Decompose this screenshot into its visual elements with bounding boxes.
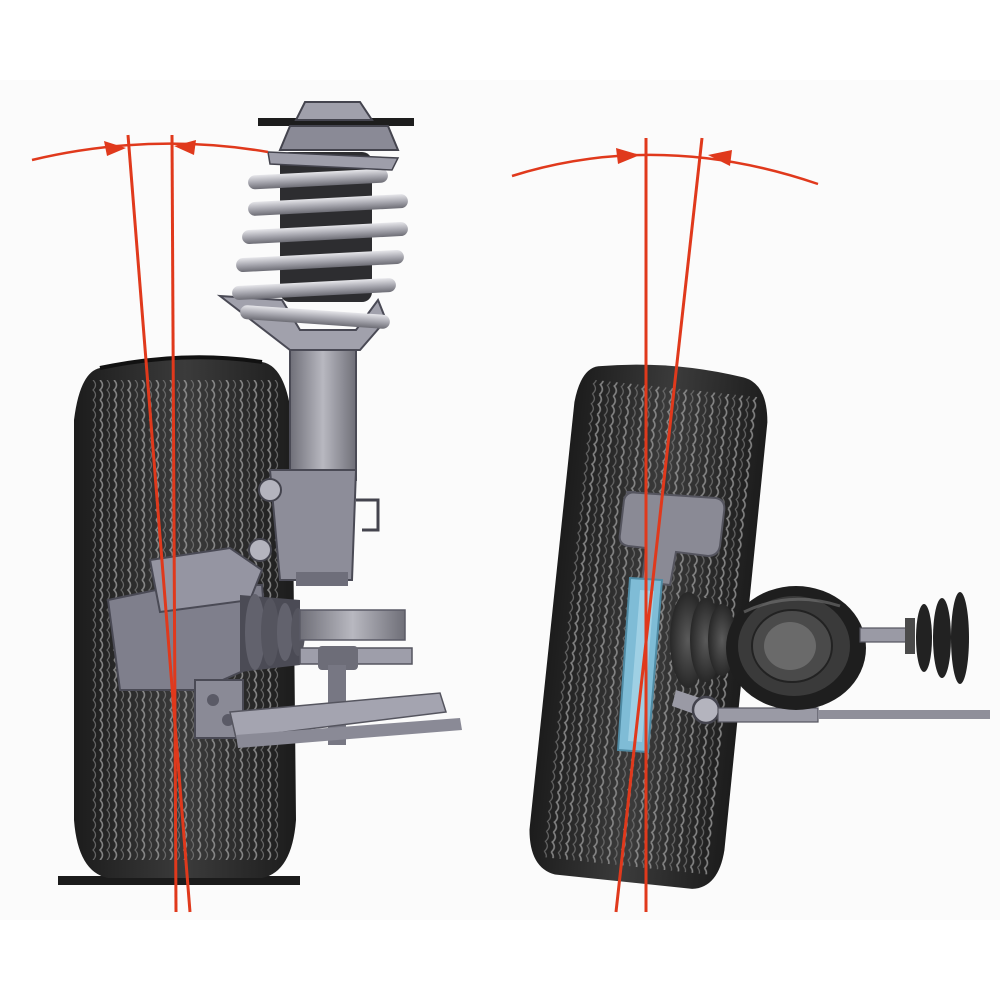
left-panel <box>31 101 462 913</box>
left-wheel-axis-line <box>170 134 178 913</box>
right-arrow-head-b <box>708 150 732 166</box>
left-coil-spring <box>232 152 408 329</box>
right-angle-arc <box>511 153 819 186</box>
right-cv-boot <box>670 592 736 688</box>
left-arrow-head-b <box>174 140 196 155</box>
left-top-mount <box>258 101 414 171</box>
left-vertical-reference-line <box>126 134 192 913</box>
right-lower-link <box>672 690 990 725</box>
left-strut <box>216 294 388 586</box>
left-driveshaft-boot <box>240 594 406 672</box>
right-arrow-head-a <box>616 148 640 164</box>
ground-line <box>58 876 300 885</box>
right-wheel-axis-line <box>614 137 704 913</box>
right-joint-housing <box>726 586 866 710</box>
left-angle-arc <box>31 142 269 162</box>
right-panel <box>511 137 990 913</box>
left-lower-control-arm <box>229 692 462 748</box>
left-arrow-head-a <box>104 141 126 156</box>
right-axle-shaft <box>859 592 969 684</box>
